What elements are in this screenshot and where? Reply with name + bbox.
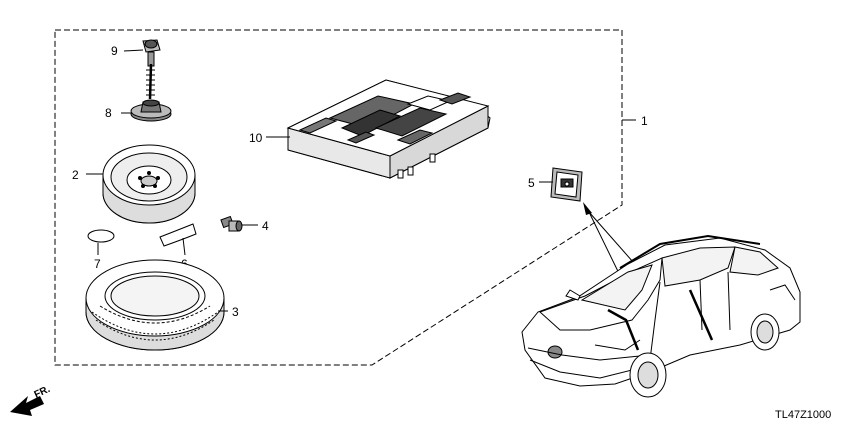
direction-label: FR. — [33, 384, 52, 401]
callout-9: 9 — [111, 44, 118, 58]
callout-5: 5 — [528, 176, 535, 190]
vehicle-illustration — [521, 234, 801, 398]
callout-1: 1 — [641, 114, 648, 128]
part-label-tag — [550, 167, 583, 202]
part-spacer-nut — [130, 99, 172, 122]
callout-3: 3 — [232, 305, 239, 319]
callout-7: 7 — [94, 257, 101, 271]
callout-8: 8 — [105, 106, 112, 120]
front-direction-arrow: FR. — [10, 384, 52, 416]
callout-2: 2 — [72, 168, 79, 182]
part-valve — [220, 215, 243, 232]
pointer-arrowhead — [583, 202, 592, 215]
part-wheel-bolt — [142, 39, 161, 100]
part-spare-wheel — [102, 144, 196, 224]
part-curved-label — [159, 223, 197, 247]
part-round-label — [87, 229, 115, 243]
reference-code: TL47Z1000 — [775, 409, 831, 421]
callout-10: 10 — [249, 131, 263, 145]
leader-9 — [123, 49, 144, 52]
leader-6 — [182, 237, 186, 256]
kit-boundary — [54, 29, 623, 366]
part-tool-tray — [286, 79, 491, 179]
part-spare-tire — [85, 259, 225, 351]
callout-4: 4 — [262, 219, 269, 233]
